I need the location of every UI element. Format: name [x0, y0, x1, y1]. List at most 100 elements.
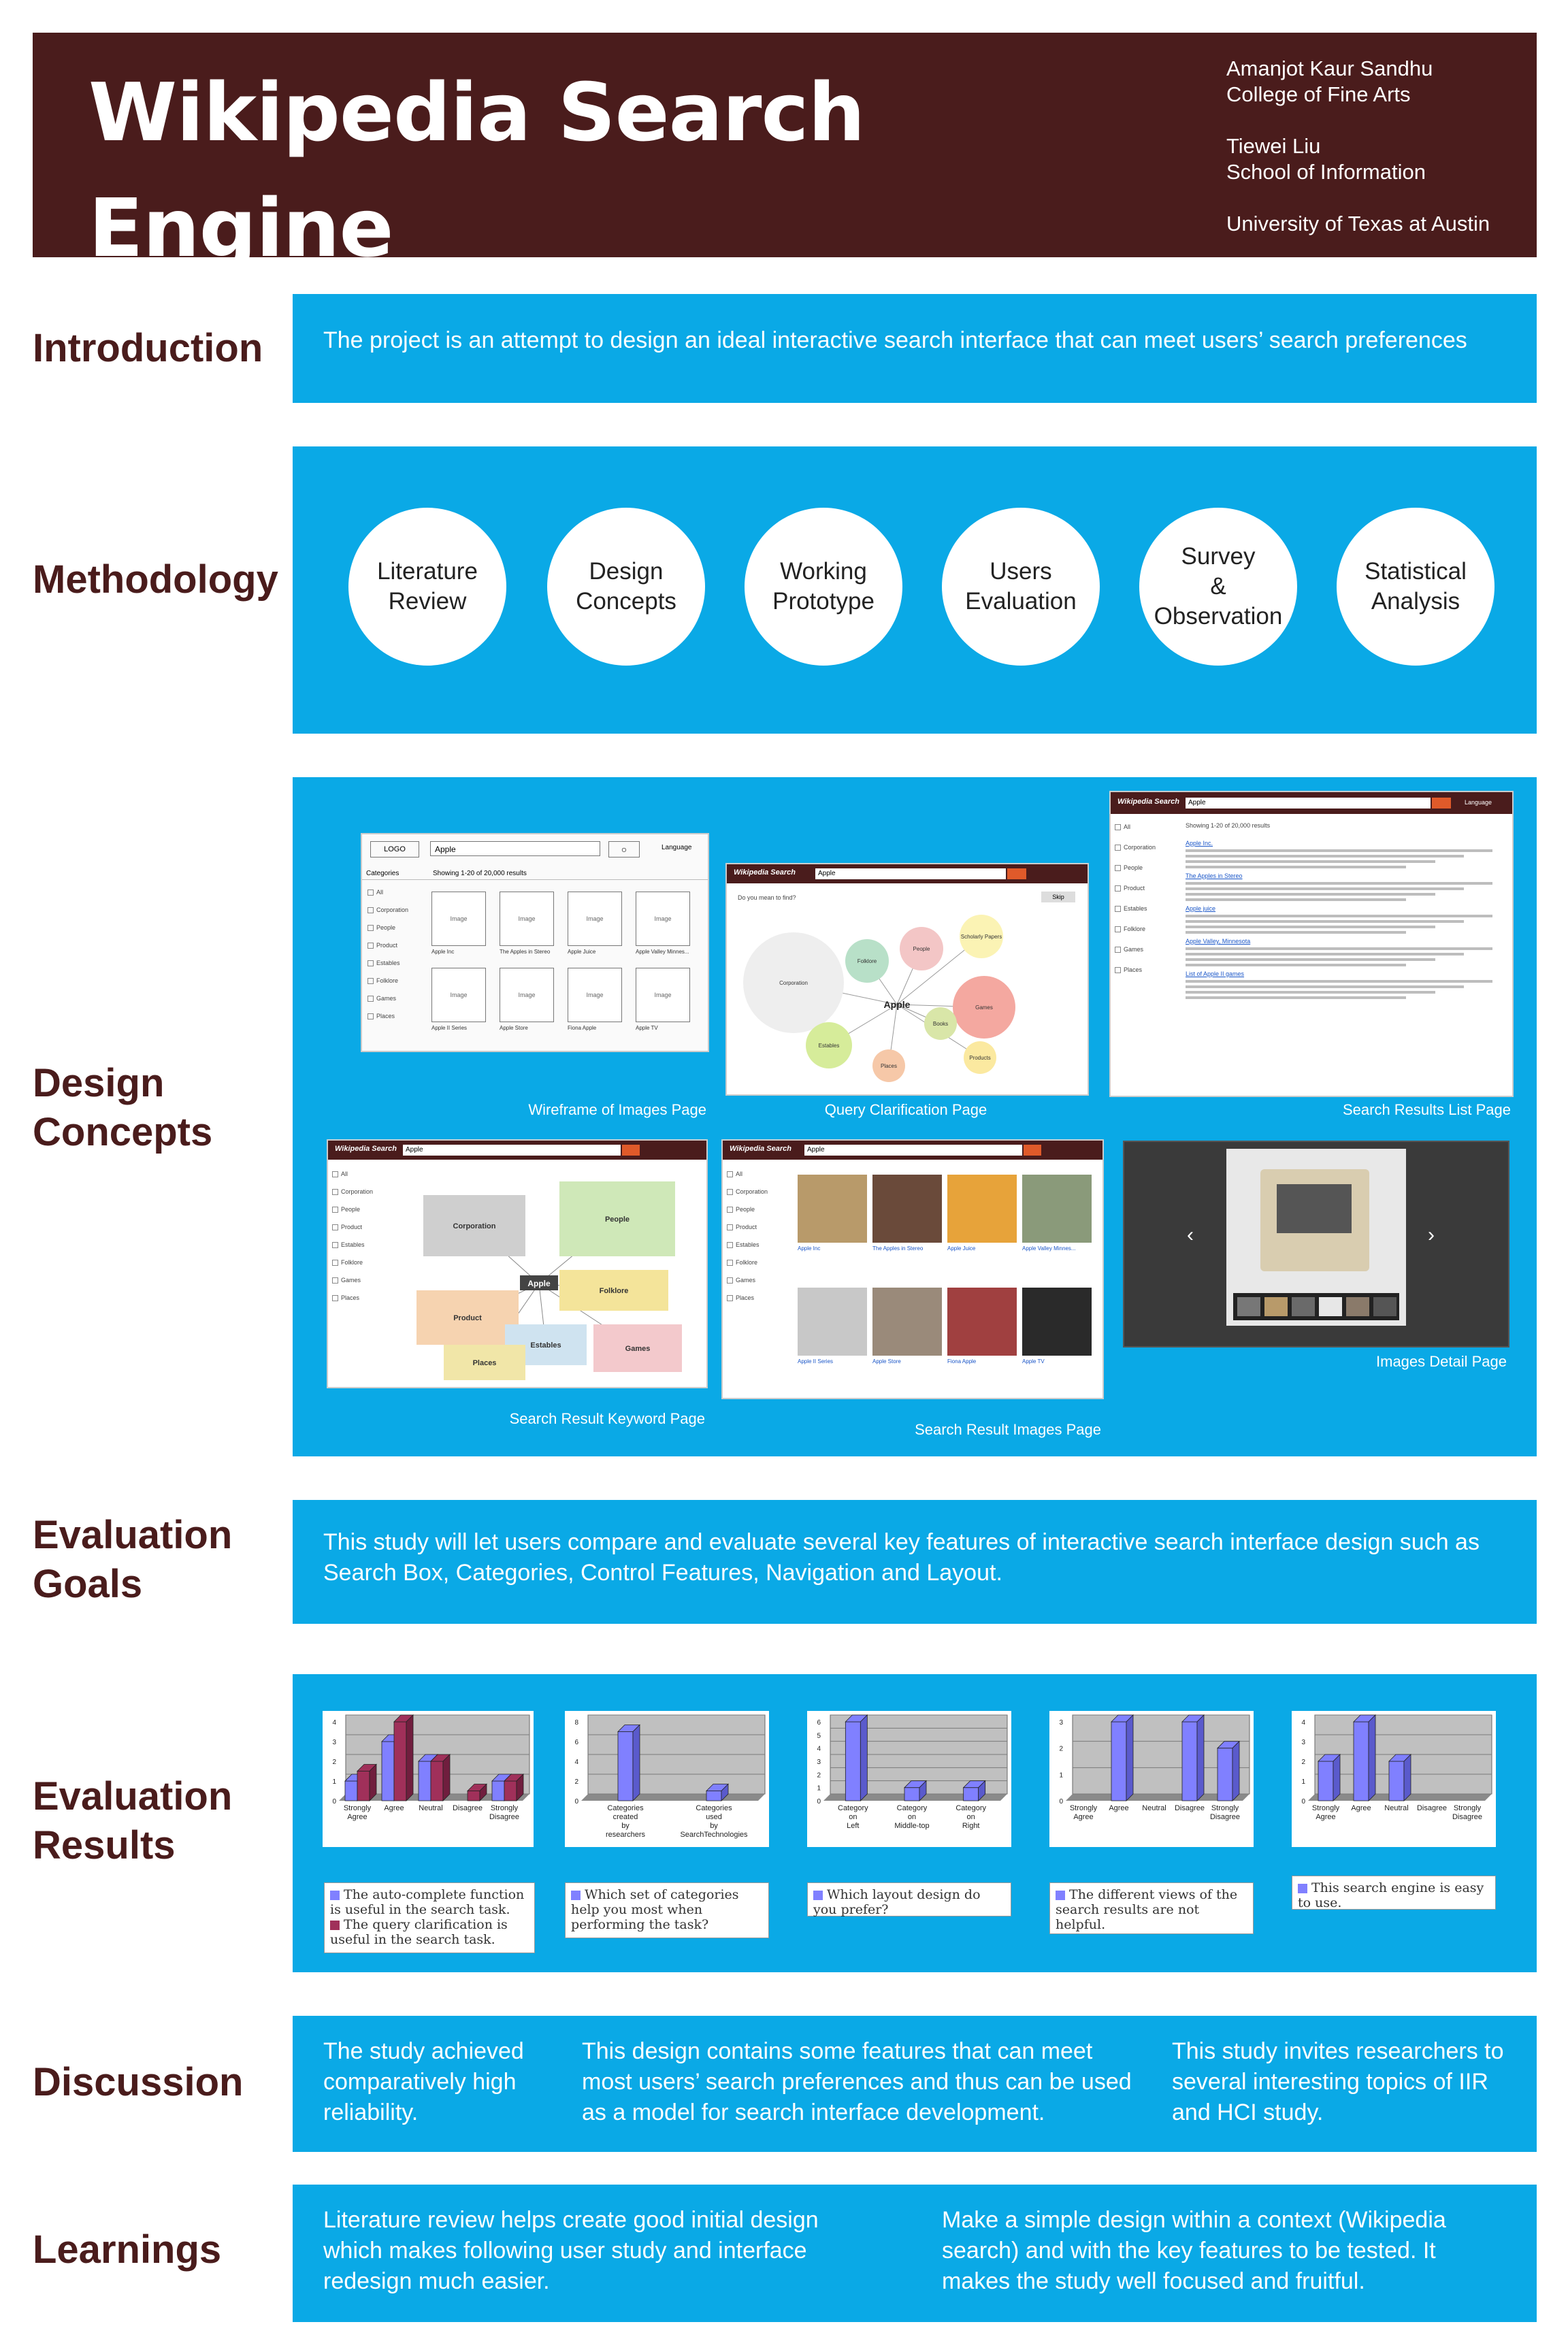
category-label[interactable]: Product: [341, 1224, 363, 1230]
category-label[interactable]: Games: [736, 1277, 756, 1284]
keyword-group[interactable]: [593, 1324, 682, 1372]
category-label[interactable]: All: [736, 1171, 743, 1177]
category-label[interactable]: Corporation: [341, 1188, 374, 1195]
checkbox-icon[interactable]: [368, 925, 374, 932]
checkbox-icon[interactable]: [332, 1242, 338, 1249]
checkbox-icon[interactable]: [727, 1207, 733, 1213]
category-label[interactable]: Places: [1124, 966, 1143, 973]
category-label[interactable]: Places: [736, 1294, 755, 1301]
category-item: Corporation: [1115, 844, 1169, 864]
bar-side: [442, 1754, 451, 1801]
category-label[interactable]: Folklore: [736, 1259, 758, 1266]
checkbox-icon[interactable]: [1115, 906, 1121, 913]
category-bubble[interactable]: [900, 927, 943, 970]
checkbox-icon[interactable]: [368, 943, 374, 949]
category-label[interactable]: Corporation: [1124, 844, 1156, 851]
category-bubble[interactable]: [806, 1022, 852, 1068]
category-label[interactable]: People: [341, 1206, 361, 1213]
category-label[interactable]: Estables: [1124, 905, 1147, 912]
checkbox-icon[interactable]: [727, 1277, 733, 1284]
checkbox-icon[interactable]: [1115, 865, 1121, 872]
checkbox-icon[interactable]: [332, 1295, 338, 1302]
result-snippet-line: [1186, 947, 1493, 950]
checkbox-icon[interactable]: [332, 1189, 338, 1196]
checkbox-icon[interactable]: [1115, 926, 1121, 933]
checkbox-icon[interactable]: [332, 1260, 338, 1267]
category-label[interactable]: All: [376, 889, 384, 896]
keyword-group[interactable]: [444, 1345, 525, 1380]
checkbox-icon[interactable]: [727, 1224, 733, 1231]
checkbox-icon[interactable]: [368, 1013, 374, 1020]
category-label[interactable]: All: [341, 1171, 348, 1177]
checkbox-icon[interactable]: [332, 1224, 338, 1231]
category-label[interactable]: Games: [376, 995, 397, 1002]
checkbox-icon[interactable]: [727, 1295, 733, 1302]
category-label[interactable]: People: [376, 924, 396, 931]
x-tick-label: by: [621, 1822, 630, 1830]
checkbox-icon[interactable]: [1115, 824, 1121, 831]
category-label[interactable]: Estables: [341, 1241, 365, 1248]
category-label[interactable]: Estables: [736, 1241, 760, 1248]
category-label[interactable]: People: [1124, 864, 1143, 871]
checkbox-icon[interactable]: [727, 1171, 733, 1178]
category-bubble[interactable]: [845, 939, 889, 983]
checkbox-icon[interactable]: [332, 1207, 338, 1213]
thumbnail: [1264, 1297, 1288, 1316]
category-label[interactable]: Folklore: [1124, 926, 1146, 932]
category-item: Folklore: [368, 977, 422, 995]
checkbox-icon[interactable]: [1115, 845, 1121, 851]
category-bubble[interactable]: [924, 1007, 957, 1040]
category-label[interactable]: Corporation: [376, 906, 409, 913]
category-label[interactable]: Places: [341, 1294, 360, 1301]
x-tick-label: created: [613, 1813, 638, 1821]
y-tick-label: 1: [332, 1778, 336, 1786]
checkbox-icon[interactable]: [368, 996, 374, 1002]
category-label[interactable]: Product: [376, 942, 398, 949]
category-label[interactable]: Places: [376, 1013, 395, 1019]
category-bubble[interactable]: [953, 976, 1015, 1039]
category-label[interactable]: Estables: [376, 960, 400, 966]
evaluation-results-label: Evaluation Results: [33, 1774, 233, 1867]
category-bubble[interactable]: [872, 1049, 905, 1082]
x-tick-label: Category: [956, 1804, 986, 1812]
keyword-group[interactable]: [416, 1290, 519, 1345]
checkbox-icon[interactable]: [368, 960, 374, 967]
y-tick-label: 4: [1301, 1719, 1305, 1727]
category-label[interactable]: Games: [341, 1277, 361, 1284]
checkbox-icon[interactable]: [368, 889, 374, 896]
category-bubble[interactable]: [960, 915, 1003, 958]
bar: [963, 1787, 979, 1801]
keyword-group[interactable]: [559, 1270, 668, 1311]
next-arrow-icon[interactable]: ›: [1428, 1224, 1435, 1246]
category-label[interactable]: Folklore: [341, 1259, 363, 1266]
category-label[interactable]: Product: [1124, 885, 1145, 892]
category-label[interactable]: Games: [1124, 946, 1144, 953]
keyword-group[interactable]: [559, 1181, 675, 1256]
wireframe-images-screenshot: LOGO Apple ○ Language Categories Showing…: [361, 833, 709, 1052]
keyword-group[interactable]: [423, 1195, 525, 1256]
category-item: Games: [368, 995, 422, 1013]
category-label[interactable]: People: [736, 1206, 755, 1213]
checkbox-icon[interactable]: [332, 1171, 338, 1178]
category-label[interactable]: Product: [736, 1224, 757, 1230]
legend-text: The auto-complete function is useful in …: [330, 1887, 525, 1917]
checkbox-icon[interactable]: [368, 978, 374, 985]
category-bubble[interactable]: [964, 1041, 996, 1074]
checkbox-icon[interactable]: [727, 1260, 733, 1267]
checkbox-icon[interactable]: [1115, 947, 1121, 953]
bubble-label: Estables: [819, 1043, 840, 1049]
checkbox-icon[interactable]: [1115, 967, 1121, 974]
checkbox-icon[interactable]: [727, 1242, 733, 1249]
category-label[interactable]: All: [1124, 823, 1131, 830]
evaluation-goals-label: Evaluation Goals: [33, 1513, 233, 1606]
checkbox-icon[interactable]: [1115, 885, 1121, 892]
x-tick-label: Strongly: [1211, 1804, 1239, 1812]
prev-arrow-icon[interactable]: ‹: [1187, 1224, 1194, 1246]
checkbox-icon[interactable]: [332, 1277, 338, 1284]
category-bubble[interactable]: [743, 932, 844, 1033]
checkbox-icon[interactable]: [368, 907, 374, 914]
category-label[interactable]: Folklore: [376, 977, 399, 984]
y-tick-label: 2: [1059, 1746, 1063, 1753]
category-label[interactable]: Corporation: [736, 1188, 768, 1195]
checkbox-icon[interactable]: [727, 1189, 733, 1196]
